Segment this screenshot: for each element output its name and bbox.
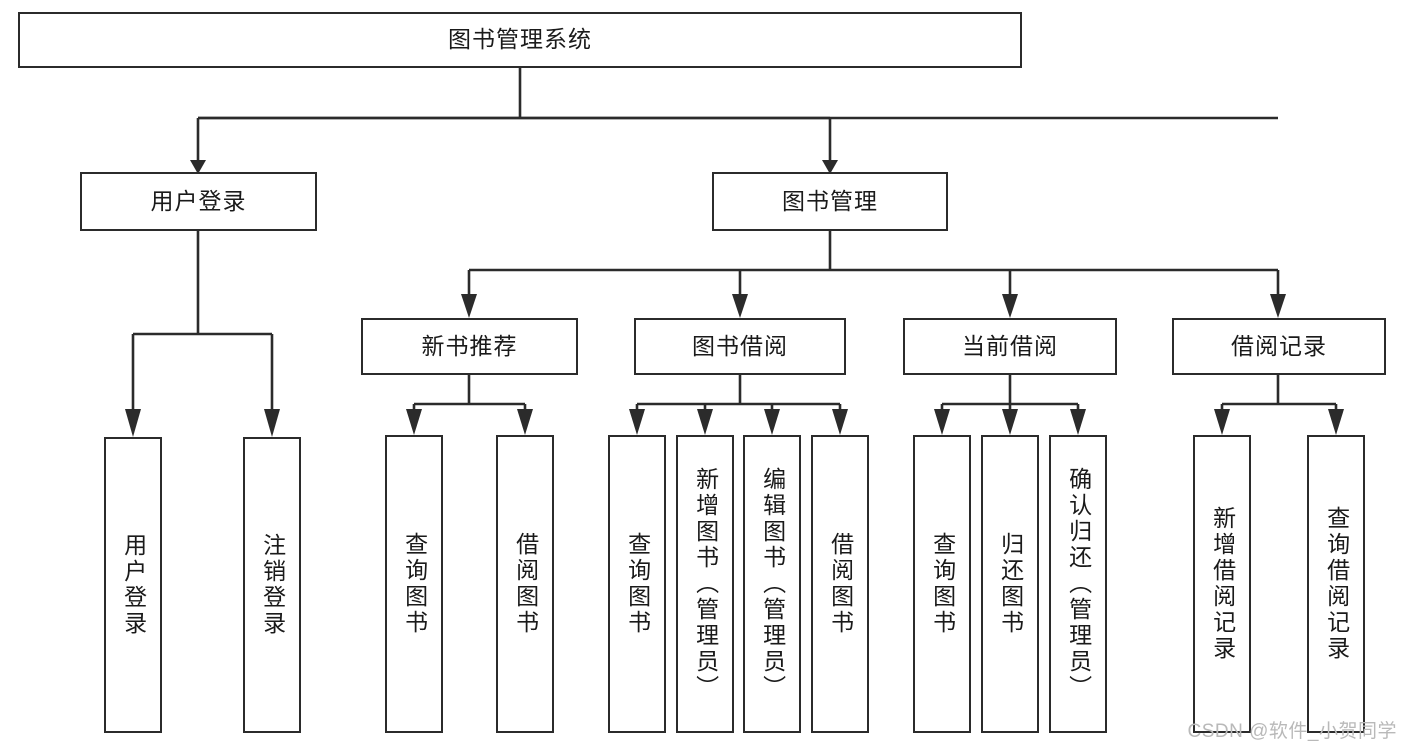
node-user-login[interactable]: 用户登录 xyxy=(80,172,317,231)
node-borrow-record[interactable]: 借阅记录 xyxy=(1172,318,1386,375)
csdn-watermark: CSDN @软件_小贺同学 xyxy=(1187,721,1397,742)
leaf-user-login[interactable]: 用户登录 xyxy=(104,437,162,733)
leaf-borrow-book-2-label: 借阅图书 xyxy=(827,532,854,636)
node-book-borrow[interactable]: 图书借阅 xyxy=(634,318,846,375)
leaf-borrow-book-1-label: 借阅图书 xyxy=(512,532,539,636)
leaf-add-book[interactable]: 新增图书（管理员） xyxy=(676,435,734,733)
leaf-confirm-return[interactable]: 确认归还（管理员） xyxy=(1049,435,1107,733)
leaf-borrow-book-2[interactable]: 借阅图书 xyxy=(811,435,869,733)
leaf-edit-book[interactable]: 编辑图书（管理员） xyxy=(743,435,801,733)
node-borrow-record-label: 借阅记录 xyxy=(1231,332,1327,359)
node-book-borrow-label: 图书借阅 xyxy=(692,332,788,359)
leaf-query-book-3[interactable]: 查询图书 xyxy=(913,435,971,733)
leaf-confirm-return-label: 确认归还（管理员） xyxy=(1065,467,1092,701)
node-book-management[interactable]: 图书管理 xyxy=(712,172,948,231)
node-root-label: 图书管理系统 xyxy=(448,26,592,53)
leaf-query-book-1-label: 查询图书 xyxy=(401,532,428,636)
node-current-borrow-label: 当前借阅 xyxy=(962,332,1058,359)
leaf-query-borrow-record-label: 查询借阅记录 xyxy=(1323,506,1350,662)
node-book-management-label: 图书管理 xyxy=(782,187,878,214)
leaf-user-logout[interactable]: 注销登录 xyxy=(243,437,301,733)
leaf-return-book-label: 归还图书 xyxy=(997,532,1024,636)
leaf-query-book-1[interactable]: 查询图书 xyxy=(385,435,443,733)
leaf-user-login-label: 用户登录 xyxy=(120,533,147,637)
leaf-add-borrow-record[interactable]: 新增借阅记录 xyxy=(1193,435,1251,733)
node-new-book-recommend-label: 新书推荐 xyxy=(421,332,518,359)
leaf-query-book-2[interactable]: 查询图书 xyxy=(608,435,666,733)
leaf-user-logout-label: 注销登录 xyxy=(259,533,286,637)
node-new-book-recommend[interactable]: 新书推荐 xyxy=(361,318,578,375)
leaf-edit-book-label: 编辑图书（管理员） xyxy=(759,467,786,701)
leaf-add-book-label: 新增图书（管理员） xyxy=(692,467,719,701)
node-current-borrow[interactable]: 当前借阅 xyxy=(903,318,1117,375)
node-root[interactable]: 图书管理系统 xyxy=(18,12,1022,68)
leaf-query-book-3-label: 查询图书 xyxy=(929,532,956,636)
leaf-query-book-2-label: 查询图书 xyxy=(624,532,651,636)
leaf-query-borrow-record[interactable]: 查询借阅记录 xyxy=(1307,435,1365,733)
leaf-borrow-book-1[interactable]: 借阅图书 xyxy=(496,435,554,733)
leaf-add-borrow-record-label: 新增借阅记录 xyxy=(1209,506,1236,662)
node-user-login-label: 用户登录 xyxy=(150,187,247,214)
leaf-return-book[interactable]: 归还图书 xyxy=(981,435,1039,733)
